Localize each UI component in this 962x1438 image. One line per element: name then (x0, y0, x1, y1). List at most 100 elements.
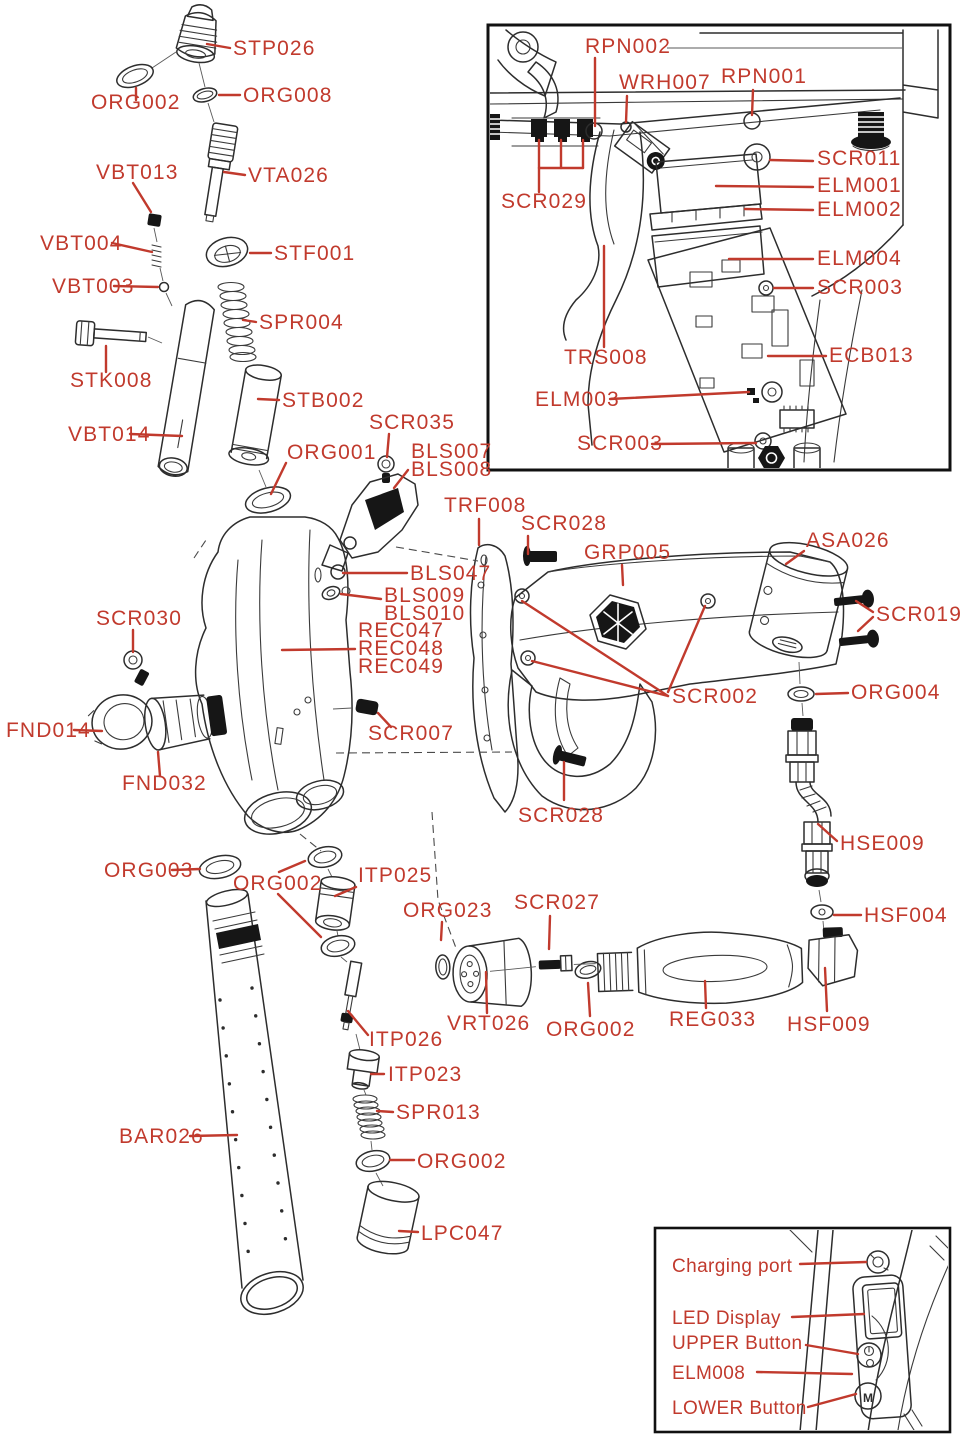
part-label-SCR028-a: SCR028 (521, 512, 607, 535)
part-label-REC049: REC049 (358, 655, 444, 678)
leader-line-led-display (790, 1312, 866, 1319)
leader-line-BLS008 (392, 468, 410, 490)
detail-inset (486, 23, 952, 472)
spring-spr013 (352, 1094, 386, 1140)
part-label-SCR027: SCR027 (514, 891, 600, 914)
part-label-SCR011: SCR011 (817, 147, 901, 170)
part-label-led-display: LED Display (672, 1308, 781, 1329)
part-label-SCR035: SCR035 (369, 411, 455, 434)
part-label-ORG002-a: ORG002 (91, 91, 180, 114)
part-label-SCR029: SCR029 (501, 190, 587, 213)
part-label-ITP023: ITP023 (388, 1063, 462, 1086)
part-label-elm008: ELM008 (672, 1363, 745, 1384)
part-label-REC047: REC047 (358, 619, 444, 642)
part-label-STF001: STF001 (274, 242, 355, 265)
control-panel-inset: M (653, 1226, 952, 1434)
leader-line-FND032 (156, 750, 162, 778)
leader-line-SPR004 (241, 318, 258, 324)
leader-line-lower-button (806, 1392, 858, 1409)
part-label-lower-button: LOWER Button (672, 1398, 807, 1419)
part-label-LPC047: LPC047 (421, 1222, 504, 1245)
leader-line-REG033 (703, 979, 708, 1010)
part-label-STB002: STB002 (282, 389, 364, 412)
part-label-ORG002-b: ORG002 (233, 872, 322, 895)
part-label-ITP026: ITP026 (369, 1028, 443, 1051)
detail-inset-border (486, 23, 952, 472)
part-label-SPR013: SPR013 (396, 1101, 481, 1124)
leader-line-BAR026 (188, 1133, 239, 1138)
part-label-STP026: STP026 (233, 37, 315, 60)
part-label-SPR004: SPR004 (259, 311, 344, 334)
part-label-BLS010: BLS010 (384, 602, 465, 625)
part-label-charging-port: Charging port (672, 1256, 793, 1277)
part-label-VRT026: VRT026 (447, 1012, 530, 1035)
barrel-drawing (198, 854, 304, 1316)
leader-line-ORG002-b (277, 859, 307, 874)
part-label-BAR026: BAR026 (119, 1125, 204, 1148)
part-label-SCR002: SCR002 (672, 685, 758, 708)
leader-line-SCR019 (854, 599, 875, 614)
leader-line-LPC047 (397, 1229, 420, 1234)
leader-line-SCR011 (768, 158, 815, 163)
leader-line-RPN001 (750, 88, 755, 117)
part-label-SCR003-a: SCR003 (817, 276, 903, 299)
part-label-SCR019: SCR019 (876, 603, 962, 626)
part-label-FND014: FND014 (6, 719, 91, 742)
leader-line-ITP026 (346, 1009, 370, 1037)
part-label-VTA026: VTA026 (248, 164, 329, 187)
leader-line-SCR027 (547, 914, 552, 951)
trigger-frame-drawing (469, 543, 845, 813)
part-label-ORG002-c: ORG002 (546, 1018, 635, 1041)
leader-line-ELM002 (743, 207, 815, 212)
part-label-HSF009: HSF009 (787, 1013, 871, 1036)
leader-line-GRP005 (620, 563, 625, 587)
mode-button-glyph: M (863, 1391, 873, 1405)
lpr-stack-drawing (307, 845, 420, 1255)
leader-line-SCR002-1 (530, 659, 670, 698)
leader-line-VBT003 (112, 284, 160, 289)
leader-line-ELM001 (714, 184, 815, 189)
bolt-assembly-drawing (74, 4, 419, 572)
leader-line-ORG004 (814, 691, 850, 696)
part-label-TRS008: TRS008 (564, 346, 648, 369)
leader-line-SCR019-1 (856, 615, 875, 633)
part-label-ASA026: ASA026 (806, 529, 890, 552)
leader-line-ORG001 (269, 461, 288, 496)
part-label-REC048: REC048 (358, 637, 444, 660)
part-label-VBT004: VBT004 (40, 232, 122, 255)
leader-line-VBT013 (131, 181, 153, 214)
leader-line-STP026 (205, 42, 232, 50)
hose-drawing (785, 718, 834, 933)
part-label-TRF008: TRF008 (444, 494, 526, 517)
part-label-ECB013: ECB013 (829, 344, 914, 367)
part-label-STK008: STK008 (70, 369, 152, 392)
part-label-BLS047: BLS047 (410, 562, 491, 585)
regulator-drawing (435, 927, 859, 1008)
leader-line-charging-port (798, 1260, 868, 1266)
leader-line-ORG003 (170, 867, 202, 872)
leader-line-upper-button (804, 1343, 860, 1356)
part-label-ELM004: ELM004 (817, 247, 902, 270)
part-label-ITP025: ITP025 (358, 864, 432, 887)
leader-line-REC048 (280, 647, 357, 652)
leader-line-BLS009 (339, 592, 383, 601)
leader-line-STB002 (256, 397, 281, 402)
part-label-WRH007: WRH007 (619, 71, 711, 94)
leader-line-SCR035 (385, 432, 391, 459)
leader-line-VRT026 (484, 970, 489, 1015)
leader-line-ORG002-c (586, 981, 592, 1018)
lower-button-drawing (854, 1382, 882, 1410)
part-label-RPN001: RPN001 (721, 65, 807, 88)
leader-line-VTA026 (222, 170, 247, 177)
part-label-GRP005: GRP005 (584, 541, 671, 564)
asa-drawing (748, 541, 879, 717)
leader-line-SPR013 (375, 1109, 395, 1114)
part-label-ELM001: ELM001 (817, 174, 902, 197)
leader-line-ORG023 (439, 920, 444, 942)
part-label-FND032: FND032 (122, 772, 207, 795)
